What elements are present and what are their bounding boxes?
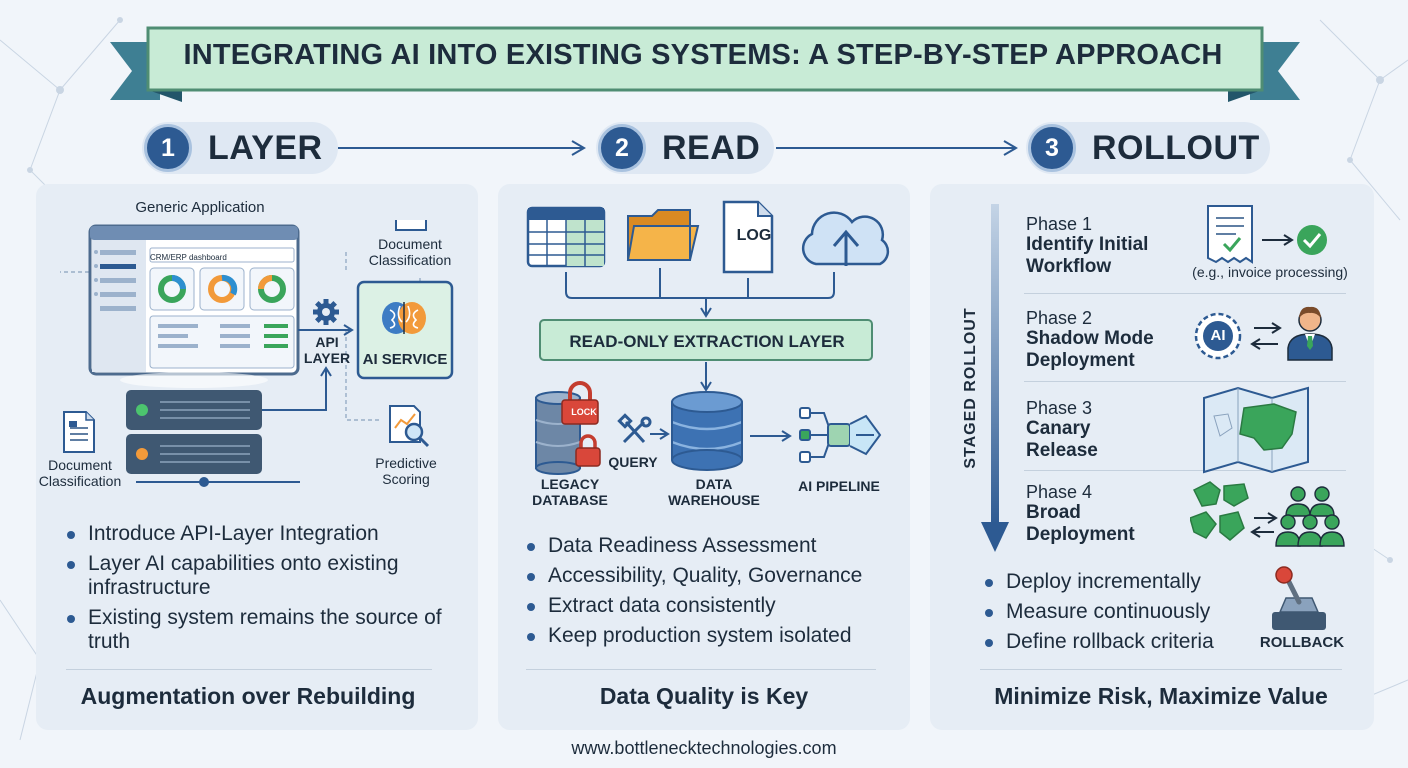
layer-bullet: Introduce API-Layer Integration: [66, 522, 466, 546]
legacy-db-label-2: DATABASE: [532, 492, 608, 508]
layer-bullets: Introduce API-Layer Integration Layer AI…: [66, 522, 466, 660]
phase-1: Phase 1 Identify Initial Workflow: [1026, 214, 1196, 278]
rollout-bullet: Deploy incrementally: [984, 570, 1264, 594]
read-bullet: Accessibility, Quality, Governance: [526, 564, 906, 588]
read-bullets: Data Readiness Assessment Accessibility,…: [526, 534, 906, 654]
phase-4-title-1: Broad: [1026, 502, 1081, 523]
read-bullet: Extract data consistently: [526, 594, 906, 618]
rollback-label: ROLLBACK: [1259, 634, 1345, 651]
dashboard-label: CRM/ERP dashboard: [150, 253, 227, 262]
phase-divider: [1024, 470, 1346, 471]
rollout-bullet: Define rollback criteria: [984, 630, 1264, 654]
staged-rollout-label: STAGED ROLLOUT: [962, 307, 979, 469]
page-title: INTEGRATING AI INTO EXISTING SYSTEMS: A …: [183, 39, 1223, 71]
phase-2-title-1: Shadow Mode: [1026, 328, 1154, 349]
read-footer: Data Quality is Key: [599, 683, 809, 709]
layer-bullet: Layer AI capabilities onto existing infr…: [66, 552, 466, 600]
phase-1-number: Phase 1: [1026, 214, 1093, 234]
rollout-bullets: Deploy incrementally Measure continuousl…: [984, 570, 1264, 660]
phase-1-title-2: Workflow: [1026, 256, 1112, 277]
warehouse-label-1: DATA: [695, 476, 733, 492]
doc-classification-left-label: Document Classification: [38, 457, 122, 489]
step-3-pill: 3 ROLLOUT: [1026, 122, 1270, 174]
title-banner: [110, 26, 1300, 102]
phase-4-number: Phase 4: [1026, 482, 1093, 502]
read-divider: [526, 669, 876, 670]
lock-text: LOCK: [571, 407, 597, 417]
rollback-lever-icon: [1272, 566, 1326, 630]
step-arrows: [338, 140, 1018, 156]
read-bullet: Data Readiness Assessment: [526, 534, 906, 558]
phase-2-number: Phase 2: [1026, 308, 1093, 328]
rollout-icons: [1190, 205, 1345, 547]
staged-rollout-arrow: [981, 204, 1009, 552]
legacy-db-label-1: LEGACY: [540, 476, 600, 492]
layer-footer: Augmentation over Rebuilding: [80, 683, 416, 709]
doc-classification-top-label: Document Classification: [368, 236, 452, 268]
phase-1-title-1: Identify Initial: [1026, 234, 1149, 255]
invoice-example-label: (e.g., invoice processing): [1192, 264, 1348, 280]
ai-service-label: AI SERVICE: [362, 351, 448, 368]
read-diagram: [526, 200, 890, 475]
phase-3: Phase 3 Canary Release: [1026, 398, 1196, 462]
read-bullet: Keep production system isolated: [526, 624, 906, 648]
phase-2: Phase 2 Shadow Mode Deployment: [1026, 308, 1196, 372]
query-label: QUERY: [608, 454, 658, 470]
rollout-footer: Minimize Risk, Maximize Value: [994, 683, 1328, 709]
step-2-number: 2: [598, 124, 646, 172]
step-3-number: 3: [1028, 124, 1076, 172]
phase-4-title-2: Deployment: [1026, 524, 1135, 545]
website-link[interactable]: www.bottlenecktechnologies.com: [571, 738, 837, 758]
phase-3-number: Phase 3: [1026, 398, 1093, 418]
predictive-scoring-label: Predictive Scoring: [375, 455, 437, 487]
layer-diagram: [60, 220, 454, 487]
rollout-bullet: Measure continuously: [984, 600, 1264, 624]
log-text: LOG: [736, 227, 772, 244]
layer-bullet: Existing system remains the source of tr…: [66, 606, 466, 654]
step-3-label: ROLLOUT: [1092, 128, 1260, 167]
step-1-pill: 1 LAYER: [142, 122, 338, 174]
step-1-number: 1: [144, 124, 192, 172]
ai-pipeline-label: AI PIPELINE: [798, 478, 880, 494]
step-1-label: LAYER: [208, 128, 323, 167]
phase-3-title-2: Release: [1026, 440, 1098, 461]
phase-2-title-2: Deployment: [1026, 350, 1135, 371]
rollout-divider: [980, 669, 1342, 670]
generic-app-label: Generic Application: [135, 199, 265, 216]
api-label-2: LAYER: [303, 350, 351, 366]
warehouse-label-2: WAREHOUSE: [668, 492, 760, 508]
phase-4: Phase 4 Broad Deployment: [1026, 482, 1196, 546]
phase-3-title-1: Canary: [1026, 418, 1091, 439]
step-2-pill: 2 READ: [596, 122, 774, 174]
step-2-label: READ: [662, 128, 761, 167]
extraction-layer-label: READ-ONLY EXTRACTION LAYER: [569, 332, 845, 351]
phase-divider: [1024, 381, 1346, 382]
phase-divider: [1024, 293, 1346, 294]
ai-badge-text: AI: [1210, 327, 1226, 344]
layer-divider: [66, 669, 432, 670]
api-label-1: API: [315, 334, 339, 350]
